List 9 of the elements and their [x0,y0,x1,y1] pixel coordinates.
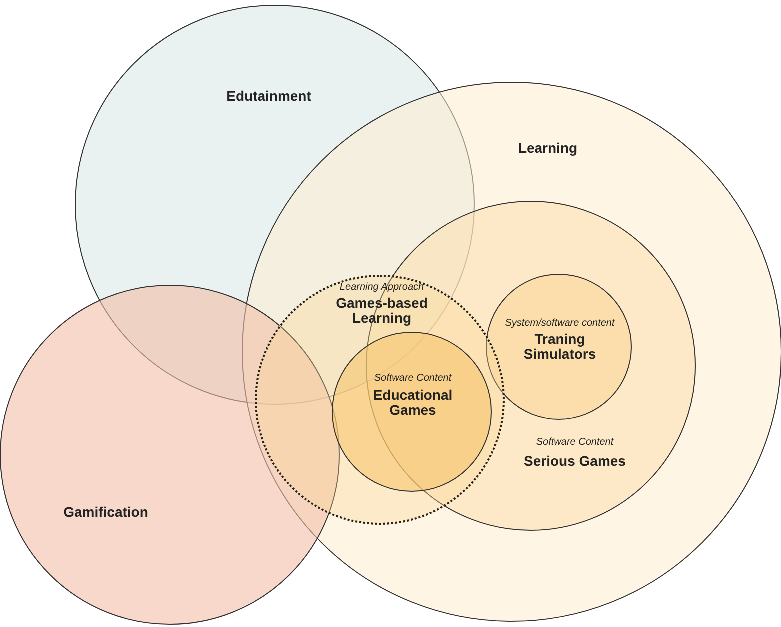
circle-label: Learning [518,140,578,156]
circle-label: Educational Games [372,388,454,419]
circle-label: Gamification [64,504,148,520]
category-note: Software Content [536,437,614,448]
circle-label: Traning Simulators [522,332,598,363]
circle-label: Edutainment [226,88,312,104]
category-note: System/software content [505,318,615,330]
category-note: Software Content [374,373,452,384]
circle-label: Serious Games [524,453,626,470]
